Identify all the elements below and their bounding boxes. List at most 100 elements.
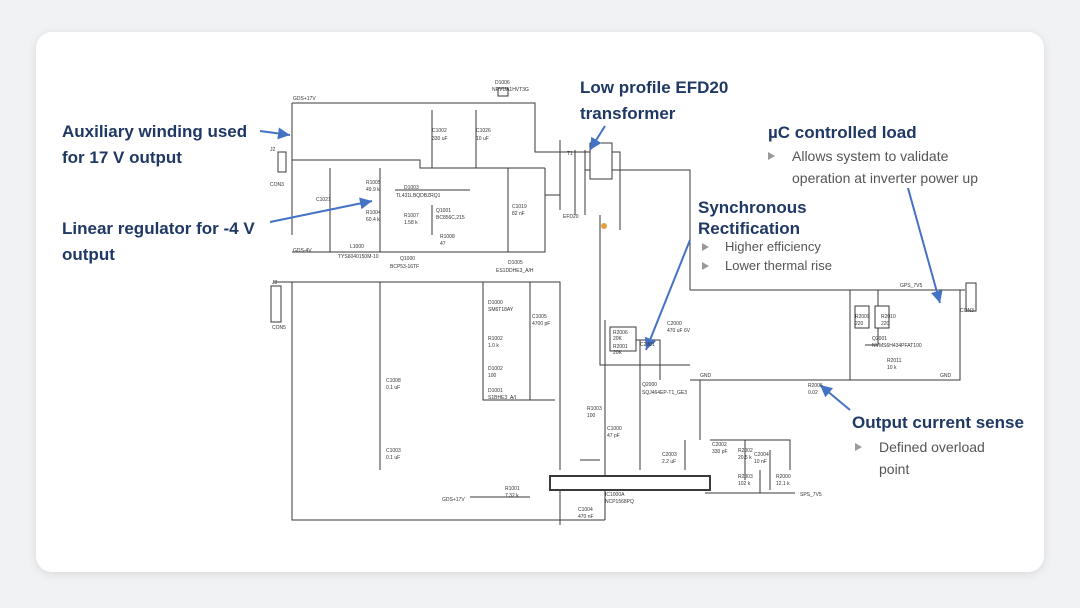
current-sense-desc: Defined overload point bbox=[879, 439, 985, 477]
svg-text:20.5 k: 20.5 k bbox=[738, 455, 752, 461]
svg-text:GDS+17V: GDS+17V bbox=[442, 497, 465, 503]
svg-text:D1006: D1006 bbox=[495, 80, 510, 86]
svg-text:GND: GND bbox=[700, 373, 712, 379]
svg-text:SPS_7V5: SPS_7V5 bbox=[800, 492, 822, 498]
sync-bullet-thermal: Lower thermal rise bbox=[725, 258, 832, 273]
svg-text:R2003: R2003 bbox=[738, 474, 753, 480]
svg-text:100: 100 bbox=[587, 413, 596, 419]
svg-text:49.9 k: 49.9 k bbox=[366, 187, 380, 193]
svg-text:7.32 k: 7.32 k bbox=[505, 493, 519, 499]
svg-text:C2003: C2003 bbox=[662, 452, 677, 458]
svg-text:100: 100 bbox=[488, 373, 497, 379]
current-sense-title: Output current sense bbox=[852, 413, 1024, 432]
svg-text:10 uF: 10 uF bbox=[476, 136, 489, 142]
svg-text:BCP53-16TF: BCP53-16TF bbox=[390, 264, 419, 270]
svg-text:Q2000: Q2000 bbox=[642, 382, 657, 388]
schematic-wires bbox=[273, 102, 965, 525]
svg-text:330 uF: 330 uF bbox=[432, 136, 448, 142]
svg-text:BC856C,215: BC856C,215 bbox=[436, 215, 465, 221]
svg-text:CON3: CON3 bbox=[270, 182, 284, 188]
svg-text:C2000: C2000 bbox=[667, 321, 682, 327]
svg-text:C1000: C1000 bbox=[607, 426, 622, 432]
linear-regulator-label: Linear regulator for -4 V output bbox=[62, 219, 255, 264]
svg-text:D1002: D1002 bbox=[488, 366, 503, 372]
svg-text:EFD20: EFD20 bbox=[563, 214, 579, 220]
svg-text:Q1001: Q1001 bbox=[436, 208, 451, 214]
svg-text:R2001: R2001 bbox=[613, 344, 628, 350]
svg-text:S1BHE3_A/I: S1BHE3_A/I bbox=[488, 395, 516, 401]
svg-text:SM6T18AY: SM6T18AY bbox=[488, 307, 514, 313]
svg-text:R1004: R1004 bbox=[366, 210, 381, 216]
svg-text:GPS_7V5: GPS_7V5 bbox=[900, 283, 922, 289]
svg-text:ES1DDHE3_A/H: ES1DDHE3_A/H bbox=[496, 268, 534, 274]
svg-text:R2000: R2000 bbox=[776, 474, 791, 480]
svg-text:82 nF: 82 nF bbox=[512, 211, 525, 217]
svg-text:D1005: D1005 bbox=[508, 260, 523, 266]
svg-text:R1002: R1002 bbox=[488, 336, 503, 342]
svg-text:47: 47 bbox=[440, 241, 446, 247]
svg-text:R1003: R1003 bbox=[587, 406, 602, 412]
svg-text:12.1 k: 12.1 k bbox=[776, 481, 790, 487]
svg-text:IC1000A: IC1000A bbox=[605, 492, 625, 498]
svg-text:GDS+17V: GDS+17V bbox=[293, 96, 316, 102]
svg-text:CON5: CON5 bbox=[272, 325, 286, 331]
sync-bullet-efficiency: Higher efficiency bbox=[725, 239, 821, 254]
svg-text:C2004: C2004 bbox=[754, 452, 769, 458]
svg-text:10 k: 10 k bbox=[887, 365, 897, 371]
svg-text:2.2 uF: 2.2 uF bbox=[662, 459, 676, 465]
svg-text:10 nF: 10 nF bbox=[754, 459, 767, 465]
svg-text:20K: 20K bbox=[613, 336, 623, 342]
slide-card bbox=[36, 32, 1044, 572]
annotation-arrows bbox=[259, 125, 943, 411]
svg-text:J3: J3 bbox=[272, 280, 278, 286]
svg-text:GND: GND bbox=[940, 373, 952, 379]
svg-text:R1008: R1008 bbox=[440, 234, 455, 240]
svg-text:C2001: C2001 bbox=[640, 342, 655, 348]
svg-text:4700 pF: 4700 pF bbox=[532, 321, 550, 327]
svg-text:C1021: C1021 bbox=[316, 197, 331, 203]
sync-rect-title: Synchronous Rectification bbox=[698, 198, 807, 238]
svg-text:J2: J2 bbox=[270, 147, 276, 153]
svg-text:220: 220 bbox=[881, 321, 890, 327]
svg-text:CON3: CON3 bbox=[960, 308, 974, 314]
svg-text:R2011: R2011 bbox=[887, 358, 902, 364]
svg-text:GDS-4V: GDS-4V bbox=[293, 248, 312, 254]
svg-text:C1005: C1005 bbox=[532, 314, 547, 320]
svg-text:D1000: D1000 bbox=[488, 300, 503, 306]
svg-text:R2005: R2005 bbox=[808, 383, 823, 389]
svg-text:R1005: R1005 bbox=[366, 180, 381, 186]
svg-text:C1002: C1002 bbox=[432, 128, 447, 134]
schematic-text: J2 CON3 GDS+17V D1006 NRVUA1HVT3G C1002 … bbox=[270, 80, 974, 520]
svg-text:NVMS6H434PFAT100: NVMS6H434PFAT100 bbox=[872, 343, 922, 349]
svg-text:220: 220 bbox=[855, 321, 864, 327]
svg-text:47 pF: 47 pF bbox=[607, 433, 620, 439]
bullet-icon bbox=[702, 243, 709, 251]
svg-text:20K: 20K bbox=[613, 350, 623, 356]
svg-text:330 pF: 330 pF bbox=[712, 449, 728, 455]
svg-text:0.1 uF: 0.1 uF bbox=[386, 455, 400, 461]
svg-text:TL431LBQDBZRQ1: TL431LBQDBZRQ1 bbox=[396, 193, 441, 199]
bullet-icon bbox=[855, 443, 862, 451]
svg-text:R2002: R2002 bbox=[738, 448, 753, 454]
svg-text:C1019: C1019 bbox=[512, 204, 527, 210]
svg-text:0.1 uF: 0.1 uF bbox=[386, 385, 400, 391]
svg-text:0.02: 0.02 bbox=[808, 390, 818, 396]
svg-text:C1026: C1026 bbox=[476, 128, 491, 134]
svg-text:470 nF: 470 nF bbox=[578, 514, 594, 520]
svg-text:T1: T1 bbox=[567, 151, 573, 157]
transformer-label: Low profile EFD20 transformer bbox=[580, 78, 729, 123]
aux-winding-label: Auxiliary winding used for 17 V output bbox=[62, 122, 248, 167]
svg-text:C1008: C1008 bbox=[386, 378, 401, 384]
svg-text:L1000: L1000 bbox=[350, 244, 364, 250]
svg-text:1.0 k: 1.0 k bbox=[488, 343, 499, 349]
svg-text:D1003: D1003 bbox=[404, 185, 419, 191]
svg-text:Q1000: Q1000 bbox=[400, 256, 415, 262]
svg-text:NRVUA1HVT3G: NRVUA1HVT3G bbox=[492, 87, 529, 93]
svg-text:60.4 k: 60.4 k bbox=[366, 217, 380, 223]
svg-text:TYS6040150M-10: TYS6040150M-10 bbox=[338, 254, 379, 260]
schematic-components bbox=[270, 87, 977, 491]
svg-text:SQJ464EP-T1_GE3: SQJ464EP-T1_GE3 bbox=[642, 390, 687, 396]
svg-text:C2002: C2002 bbox=[712, 442, 727, 448]
svg-text:R1007: R1007 bbox=[404, 213, 419, 219]
